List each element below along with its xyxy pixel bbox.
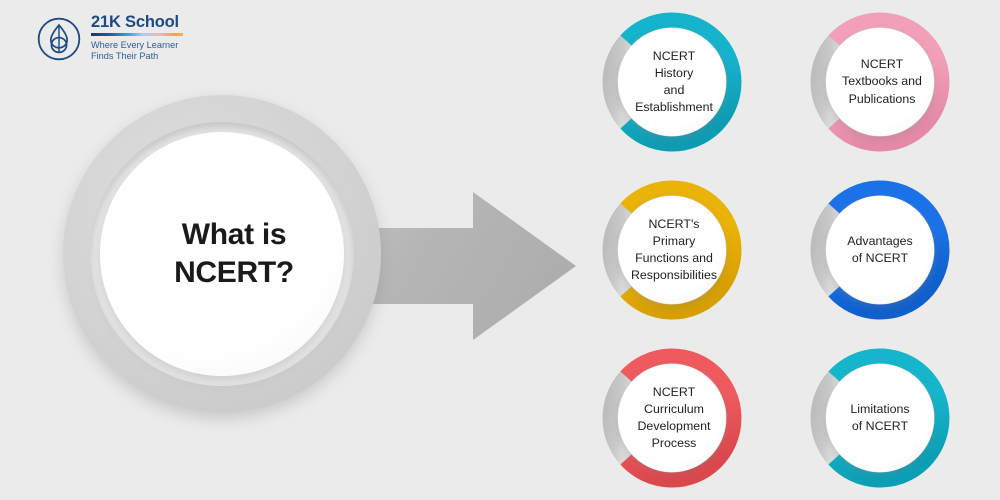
node-label: Limitations of NCERT — [850, 401, 910, 433]
node-ring-accent-arc — [620, 348, 742, 488]
node-ring-gap-arc — [602, 371, 632, 465]
hero-core: What is NCERT? — [100, 132, 344, 376]
node-core: NCERT History and Establishment — [618, 28, 726, 136]
logo-tagline-line2: Finds Their Path — [91, 51, 159, 62]
node-ncert-textbooks-and-publications[interactable]: NCERT Textbooks and Publications — [806, 8, 954, 156]
node-ring — [602, 12, 742, 152]
node-ring-gap-arc — [810, 371, 840, 465]
node-ring-accent-arc — [828, 12, 950, 152]
node-ring-accent-arc — [620, 12, 742, 152]
hero-circle[interactable]: What is NCERT? — [63, 95, 381, 413]
node-core: NCERT's Primary Functions and Responsibi… — [618, 196, 726, 304]
hero-title-line2: NCERT? — [174, 256, 294, 289]
node-ring — [810, 180, 950, 320]
node-ncert-primary-functions-and-responsibilities[interactable]: NCERT's Primary Functions and Responsibi… — [598, 176, 746, 324]
node-limitations-of-ncert[interactable]: Limitations of NCERT — [806, 344, 954, 492]
right-arrow-icon — [333, 192, 576, 340]
node-advantages-of-ncert[interactable]: Advantages of NCERT — [806, 176, 954, 324]
hero-title: What is NCERT? — [100, 216, 344, 293]
node-ring-gap-arc — [602, 203, 632, 297]
node-label: NCERT Curriculum Development Process — [637, 384, 711, 451]
node-ring-gap-arc — [602, 35, 632, 129]
hero-title-line1: What is — [181, 217, 287, 251]
node-core: Limitations of NCERT — [826, 364, 934, 472]
node-core: NCERT Textbooks and Publications — [826, 28, 934, 136]
node-ring — [810, 348, 950, 488]
node-ring — [810, 12, 950, 152]
node-ring — [602, 180, 742, 320]
node-ring-gap-arc — [810, 35, 840, 129]
logo-tagline: Where Every Learner Finds Their Path — [91, 40, 183, 64]
node-ring-accent-arc — [620, 180, 742, 320]
node-ncert-history-and-establishment[interactable]: NCERT History and Establishment — [598, 8, 746, 156]
node-ring-accent-arc — [828, 180, 950, 320]
node-core: NCERT Curriculum Development Process — [618, 364, 726, 472]
logo-gradient-rule — [91, 32, 183, 36]
node-label: NCERT's Primary Functions and Responsibi… — [630, 216, 718, 283]
node-ring-gap-arc — [810, 203, 840, 297]
brand-logo[interactable]: 21K School Where Every Learner Finds The… — [36, 14, 183, 63]
node-label: NCERT Textbooks and Publications — [842, 57, 922, 106]
node-label: Advantages of NCERT — [847, 233, 913, 265]
lotus-circle-emblem-icon — [37, 17, 81, 60]
logo-tagline-line1: Where Every Learner — [91, 39, 179, 50]
node-label: NCERT History and Establishment — [635, 48, 713, 115]
node-ring — [602, 348, 742, 488]
node-core: Advantages of NCERT — [826, 196, 934, 304]
logo-brand-name: 21K School — [91, 13, 179, 31]
node-ring-accent-arc — [828, 348, 950, 488]
node-ncert-curriculum-development-process[interactable]: NCERT Curriculum Development Process — [598, 344, 746, 492]
logo-text-block: 21K School Where Every Learner Finds The… — [91, 14, 183, 63]
